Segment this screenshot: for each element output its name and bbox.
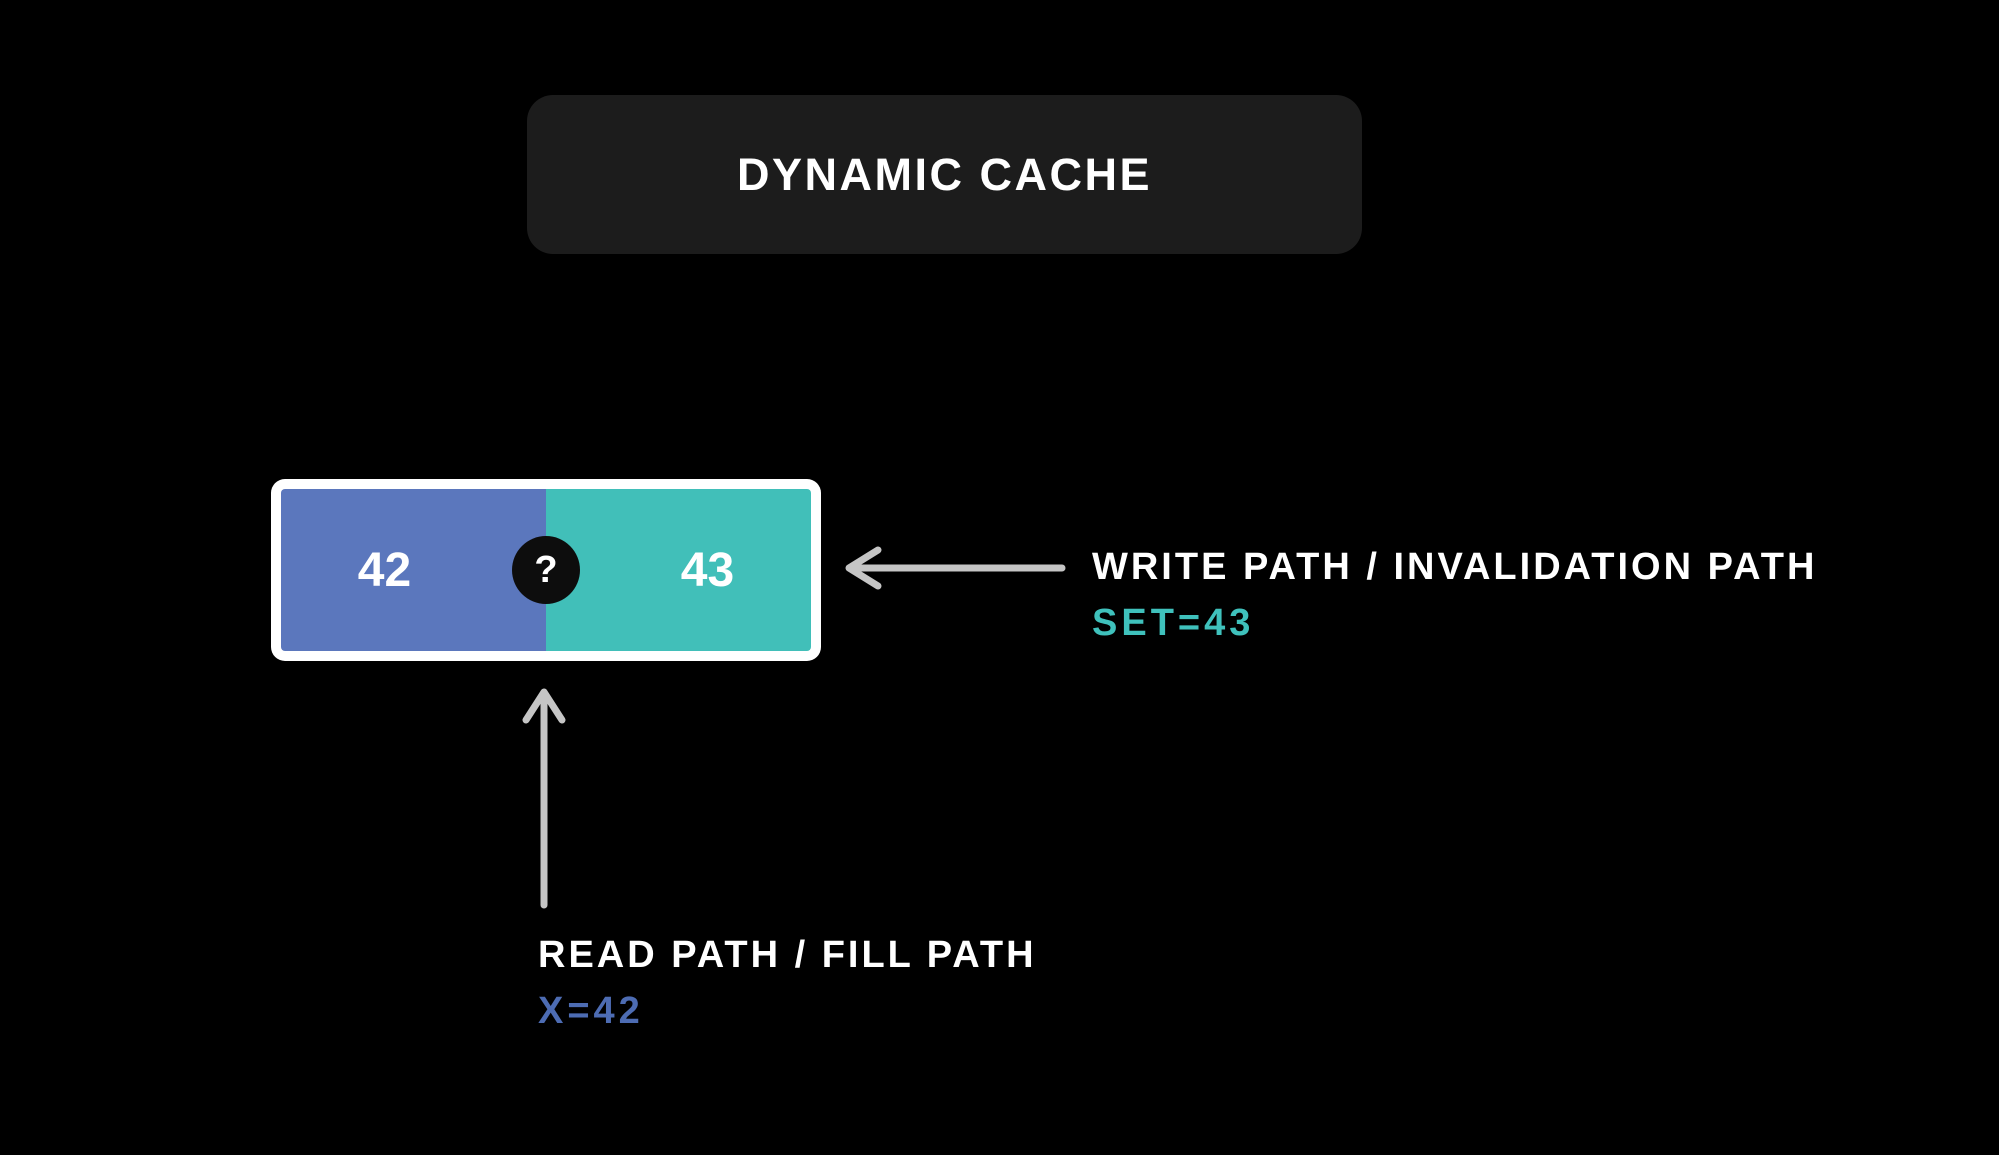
write-path-detail: SET=43 [1092,601,1255,644]
arrow-up-icon [522,688,566,909]
read-path-detail: X=42 [538,989,644,1032]
read-path-label: READ PATH / FILL PATH [538,934,1037,976]
question-mark-icon: ? [534,548,558,591]
write-path-label-group: WRITE PATH / INVALIDATION PATH SET=43 [1092,545,1817,646]
cache-new-value: 43 [680,543,735,597]
arrow-left-icon [845,546,1066,590]
title-box: DYNAMIC CACHE [527,95,1362,254]
cache-box: 42 43 ? [271,479,821,661]
question-circle: ? [512,536,580,604]
cache-slot-old-value: 42 [281,489,546,651]
diagram-title: DYNAMIC CACHE [737,148,1152,200]
cache-old-value: 42 [357,543,412,597]
read-path-label-group: READ PATH / FILL PATH X=42 [538,933,1037,1034]
cache-slot-new-value: 43 [546,489,811,651]
write-path-label: WRITE PATH / INVALIDATION PATH [1092,546,1818,588]
